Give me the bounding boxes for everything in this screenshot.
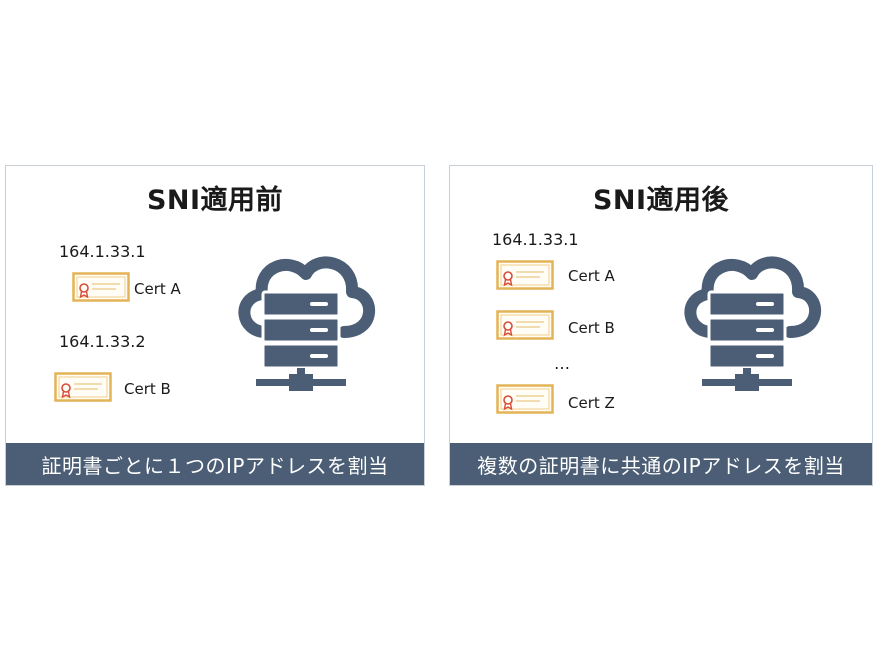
certificate-icon [72, 272, 130, 302]
cloud-server-icon [672, 236, 822, 396]
cert-a-label: Cert A [568, 267, 615, 285]
certificate-icon [496, 384, 554, 414]
certificate-icon [496, 260, 554, 290]
ellipsis: … [554, 354, 571, 373]
ip-address-label: 164.1.33.1 [59, 242, 146, 261]
certificate-icon [496, 310, 554, 340]
panel-title: SNI適用前 [146, 185, 284, 216]
cert-b-label: Cert B [568, 319, 615, 337]
cert-a-label: Cert A [134, 280, 181, 298]
cert-z-label: Cert Z [568, 394, 615, 412]
panel-after-sni: SNI適用後 164.1.33.1 Cert A Cert B … Cert Z… [449, 165, 873, 486]
panel-footer: 証明書ごとに１つのIPアドレスを割当 [6, 443, 424, 485]
panel-before-sni: SNI適用前 164.1.33.1 Cert A 164.1.33.2 Cert… [5, 165, 425, 486]
cloud-server-icon [226, 236, 376, 396]
ip-address-label: 164.1.33.2 [59, 332, 146, 351]
panel-footer: 複数の証明書に共通のIPアドレスを割当 [450, 443, 872, 485]
panel-title: SNI適用後 [592, 185, 730, 216]
cert-b-label: Cert B [124, 380, 171, 398]
certificate-icon [54, 372, 112, 402]
ip-address-label: 164.1.33.1 [492, 230, 579, 249]
